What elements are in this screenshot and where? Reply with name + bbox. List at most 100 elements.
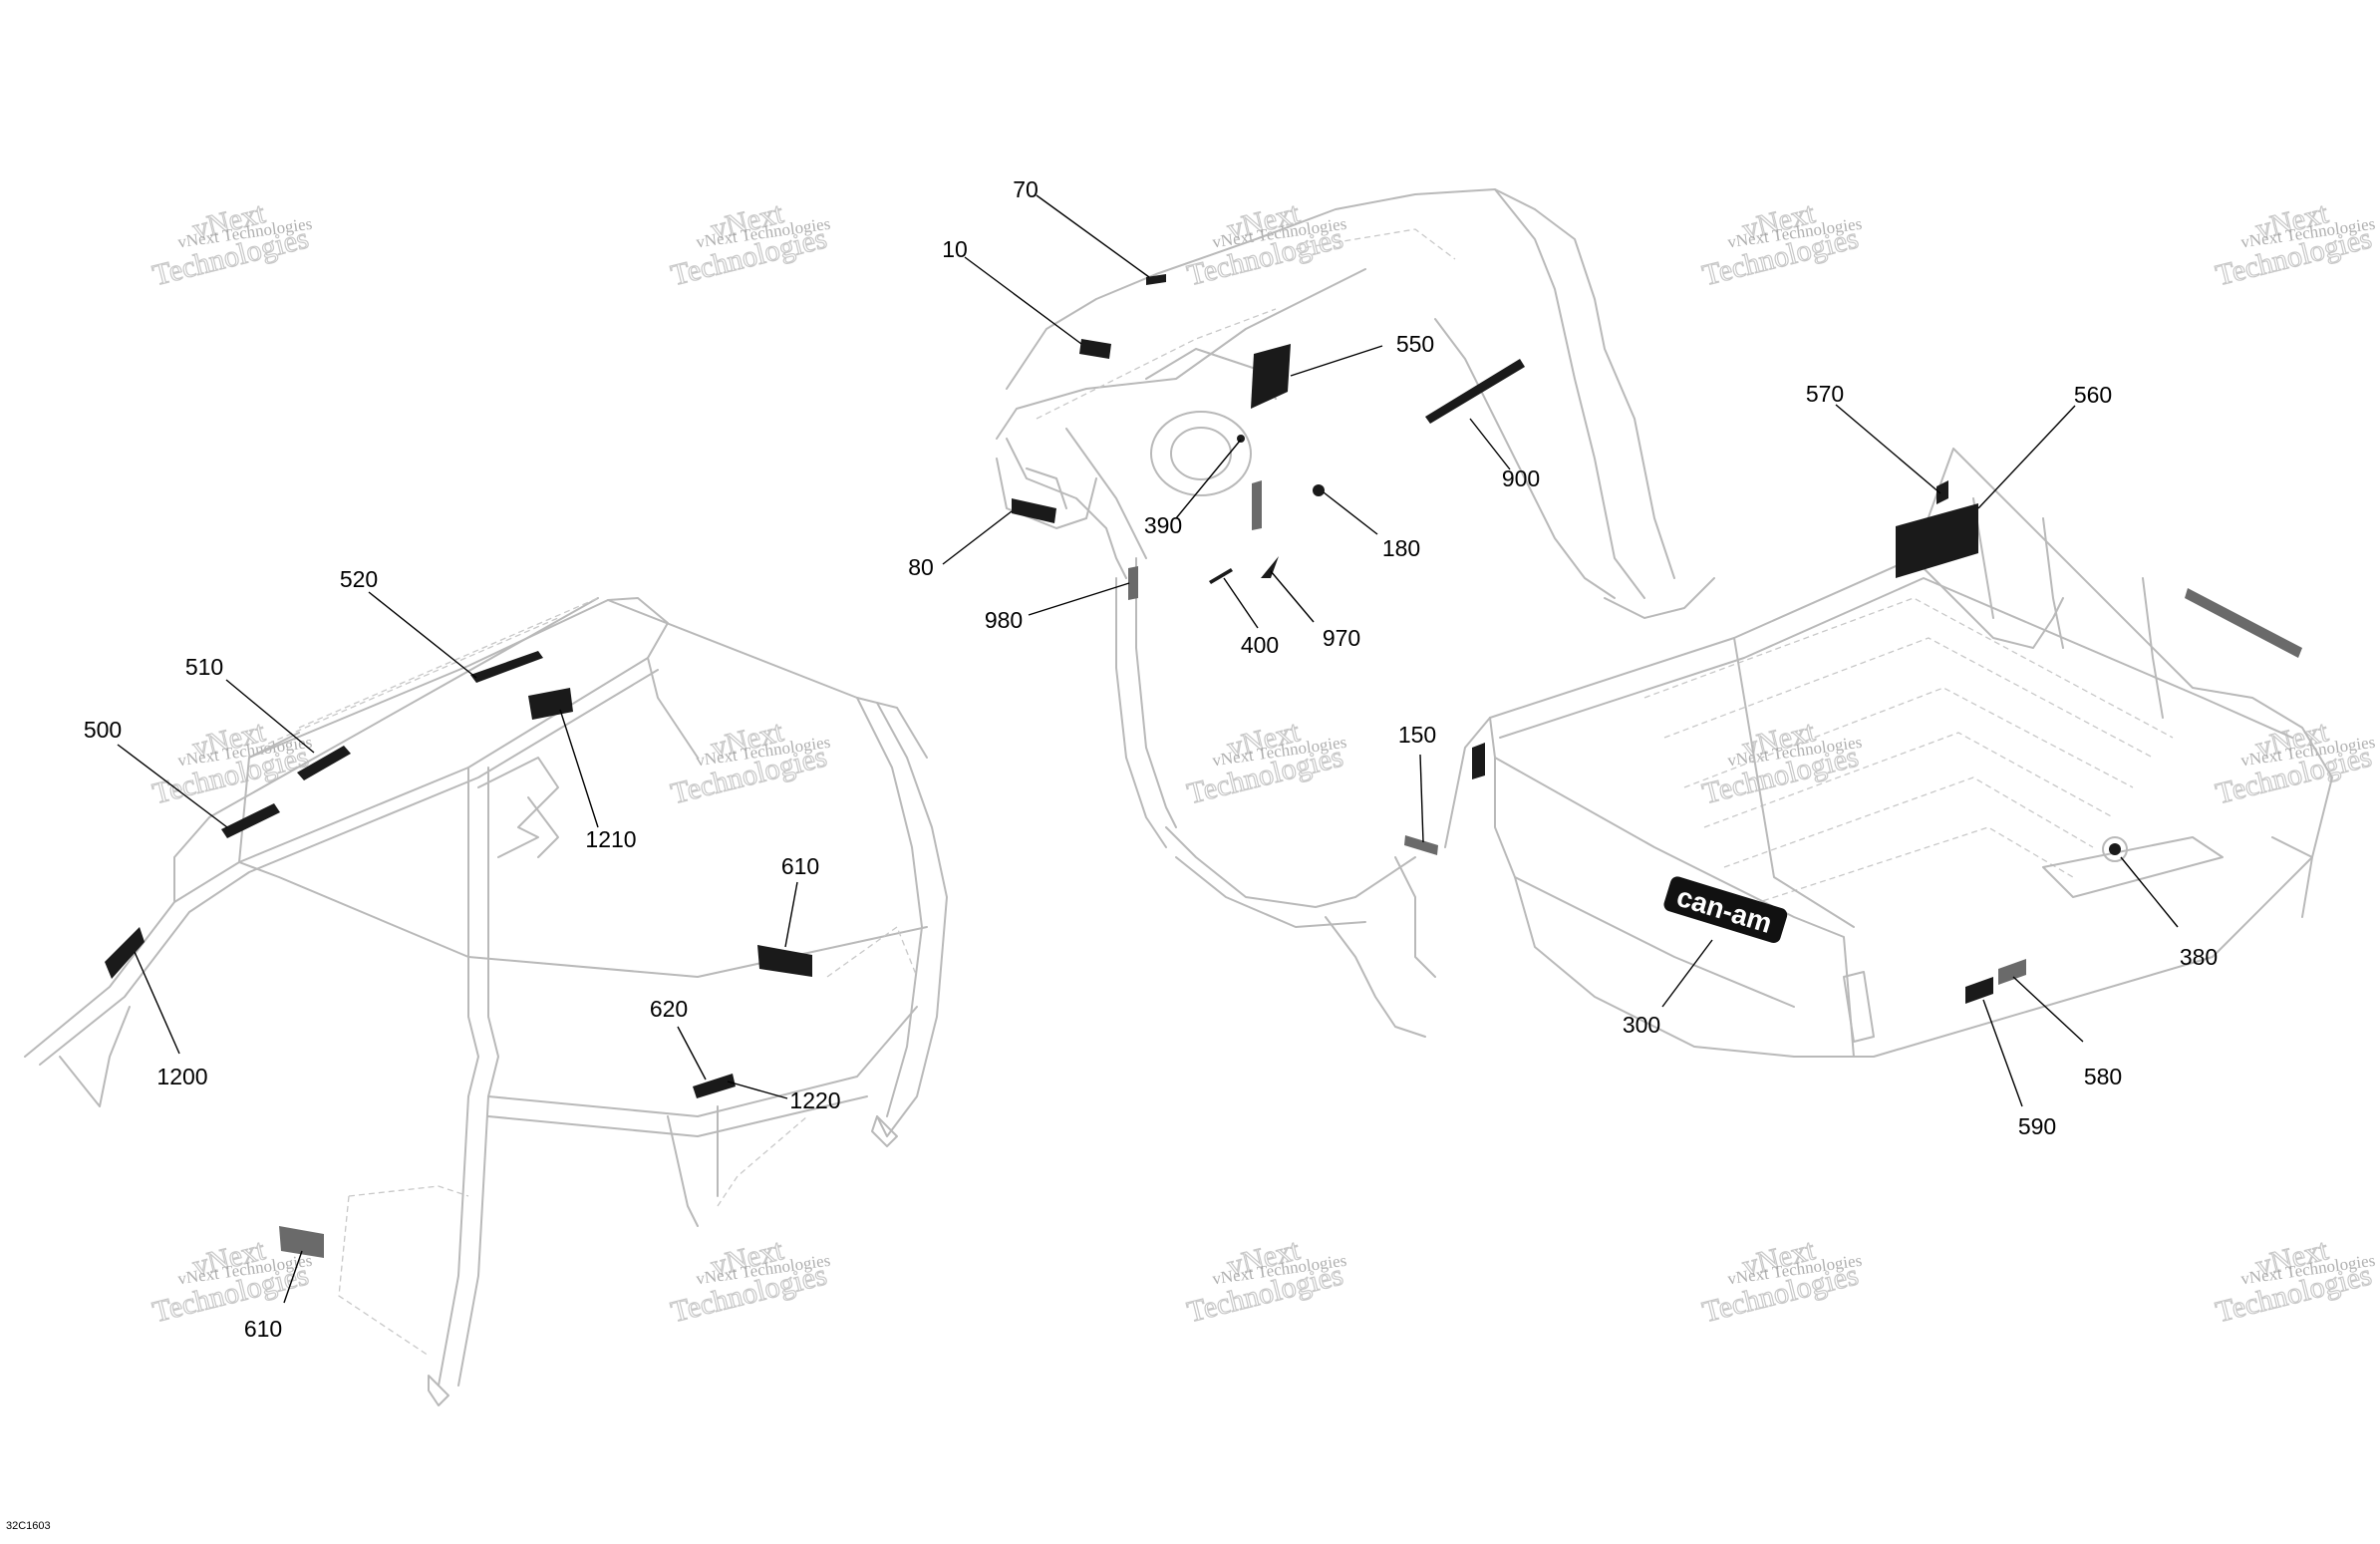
watermark: vNext Technologies vNext Technologies bbox=[1698, 196, 1863, 293]
watermark: vNext Technologies vNext Technologies bbox=[1698, 715, 1863, 811]
leader-580 bbox=[2012, 976, 2084, 1043]
watermark: vNext Technologies vNext Technologies bbox=[2212, 196, 2376, 293]
callout-1220: 1220 bbox=[789, 1087, 840, 1113]
leader-520 bbox=[368, 591, 477, 679]
leader-180 bbox=[1323, 491, 1378, 535]
decal-70 bbox=[1146, 274, 1166, 285]
watermark: vNext Technologies vNext Technologies bbox=[1698, 1233, 1863, 1330]
leader-980 bbox=[1028, 582, 1130, 616]
callout-300: 300 bbox=[1623, 1012, 1660, 1038]
decal-570 bbox=[1936, 480, 1948, 504]
watermark: vNext Technologies vNext Technologies bbox=[1183, 715, 1347, 811]
decal-970 bbox=[1261, 556, 1279, 578]
leader-590 bbox=[1982, 999, 2023, 1107]
leader-1220 bbox=[727, 1081, 788, 1099]
decal-620 bbox=[693, 1074, 736, 1098]
leader-70 bbox=[1036, 194, 1150, 278]
callout-900: 900 bbox=[1502, 465, 1540, 491]
decal-550 bbox=[1251, 344, 1291, 409]
leader-610-b bbox=[283, 1250, 303, 1304]
decal-900 bbox=[1425, 359, 1525, 424]
callout-980: 980 bbox=[985, 607, 1023, 633]
brand-decal-text: can-am bbox=[1673, 881, 1776, 939]
leader-970 bbox=[1270, 570, 1315, 623]
callout-500: 500 bbox=[84, 717, 122, 743]
watermark: vNext Technologies vNext Technologies bbox=[667, 1233, 831, 1330]
watermark: vNext Technologies vNext Technologies bbox=[149, 196, 313, 293]
callout-590: 590 bbox=[2018, 1113, 2056, 1139]
leader-620 bbox=[677, 1026, 707, 1081]
callout-970: 970 bbox=[1323, 625, 1360, 651]
decal-180 bbox=[1313, 484, 1325, 496]
callout-610-b: 610 bbox=[244, 1316, 282, 1342]
reference-code: 32C1603 bbox=[6, 1520, 51, 1532]
callout-520: 520 bbox=[340, 566, 378, 592]
callout-150: 150 bbox=[1398, 722, 1436, 748]
leader-510 bbox=[225, 679, 315, 754]
leader-10 bbox=[964, 256, 1082, 345]
callout-620: 620 bbox=[650, 996, 688, 1022]
leader-570 bbox=[1835, 404, 1941, 494]
watermark: vNext Technologies vNext Technologies bbox=[149, 715, 313, 811]
decal-frame-bar bbox=[1252, 480, 1262, 530]
watermark: vNext Technologies vNext Technologies bbox=[1183, 1233, 1347, 1330]
callout-550: 550 bbox=[1396, 331, 1434, 357]
watermark: vNext Technologies vNext Technologies bbox=[1183, 196, 1347, 293]
callout-70: 70 bbox=[1013, 176, 1039, 202]
callout-560: 560 bbox=[2074, 382, 2112, 408]
leader-400 bbox=[1223, 577, 1259, 629]
decal-top-right bbox=[1472, 743, 1485, 779]
decal-400 bbox=[1209, 568, 1233, 584]
decal-610-b bbox=[279, 1226, 324, 1258]
callout-80: 80 bbox=[908, 554, 934, 580]
leader-900 bbox=[1469, 418, 1511, 470]
watermark: vNext Technologies vNext Technologies bbox=[667, 196, 831, 293]
leader-1210 bbox=[559, 709, 599, 828]
leader-610-a bbox=[784, 881, 798, 948]
leader-550 bbox=[1290, 345, 1383, 377]
decal-390 bbox=[1237, 435, 1245, 443]
decal-1200 bbox=[105, 927, 145, 979]
leader-300 bbox=[1661, 939, 1713, 1008]
callout-400: 400 bbox=[1241, 632, 1279, 658]
decal-980 bbox=[1128, 566, 1138, 600]
decal-500 bbox=[221, 803, 280, 838]
decal-580 bbox=[1998, 959, 2026, 985]
callout-10: 10 bbox=[942, 236, 968, 262]
decal-510 bbox=[297, 746, 351, 780]
decal-1210 bbox=[528, 688, 573, 720]
callout-1200: 1200 bbox=[156, 1064, 207, 1089]
callout-1210: 1210 bbox=[585, 826, 636, 852]
watermark: vNext Technologies vNext Technologies bbox=[2212, 1233, 2376, 1330]
callout-180: 180 bbox=[1382, 535, 1420, 561]
leader-500 bbox=[117, 744, 228, 828]
leader-80 bbox=[942, 510, 1013, 565]
leader-380 bbox=[2120, 856, 2179, 928]
watermark: vNext Technologies vNext Technologies bbox=[2212, 715, 2376, 811]
roll-cage-drawing bbox=[24, 597, 948, 1406]
leader-390 bbox=[1175, 439, 1242, 519]
leader-lines bbox=[117, 194, 2179, 1304]
callout-labels: 10 70 550 900 570 560 390 180 80 980 400… bbox=[84, 176, 2218, 1342]
leader-1200 bbox=[134, 951, 180, 1055]
callout-380: 380 bbox=[2180, 944, 2218, 970]
decal-610-a bbox=[757, 945, 812, 977]
decal-380 bbox=[2109, 843, 2121, 855]
watermark: vNext Technologies vNext Technologies bbox=[667, 715, 831, 811]
decal-520 bbox=[470, 651, 543, 683]
decal-80 bbox=[1012, 498, 1056, 523]
decal-380-ring bbox=[2102, 836, 2128, 862]
leader-560 bbox=[1977, 405, 2076, 509]
callout-580: 580 bbox=[2084, 1064, 2122, 1089]
decal-150 bbox=[1404, 835, 1438, 855]
brand-decal-300: can-am bbox=[1663, 876, 1788, 943]
callout-510: 510 bbox=[185, 654, 223, 680]
decal-560 bbox=[1896, 503, 1978, 578]
decal-590 bbox=[1965, 977, 1993, 1004]
callout-570: 570 bbox=[1806, 381, 1844, 407]
leader-150 bbox=[1419, 754, 1424, 843]
decal-side-strip bbox=[2185, 588, 2302, 658]
dash-frame-drawing bbox=[996, 188, 1715, 1038]
decal-10 bbox=[1079, 339, 1111, 359]
